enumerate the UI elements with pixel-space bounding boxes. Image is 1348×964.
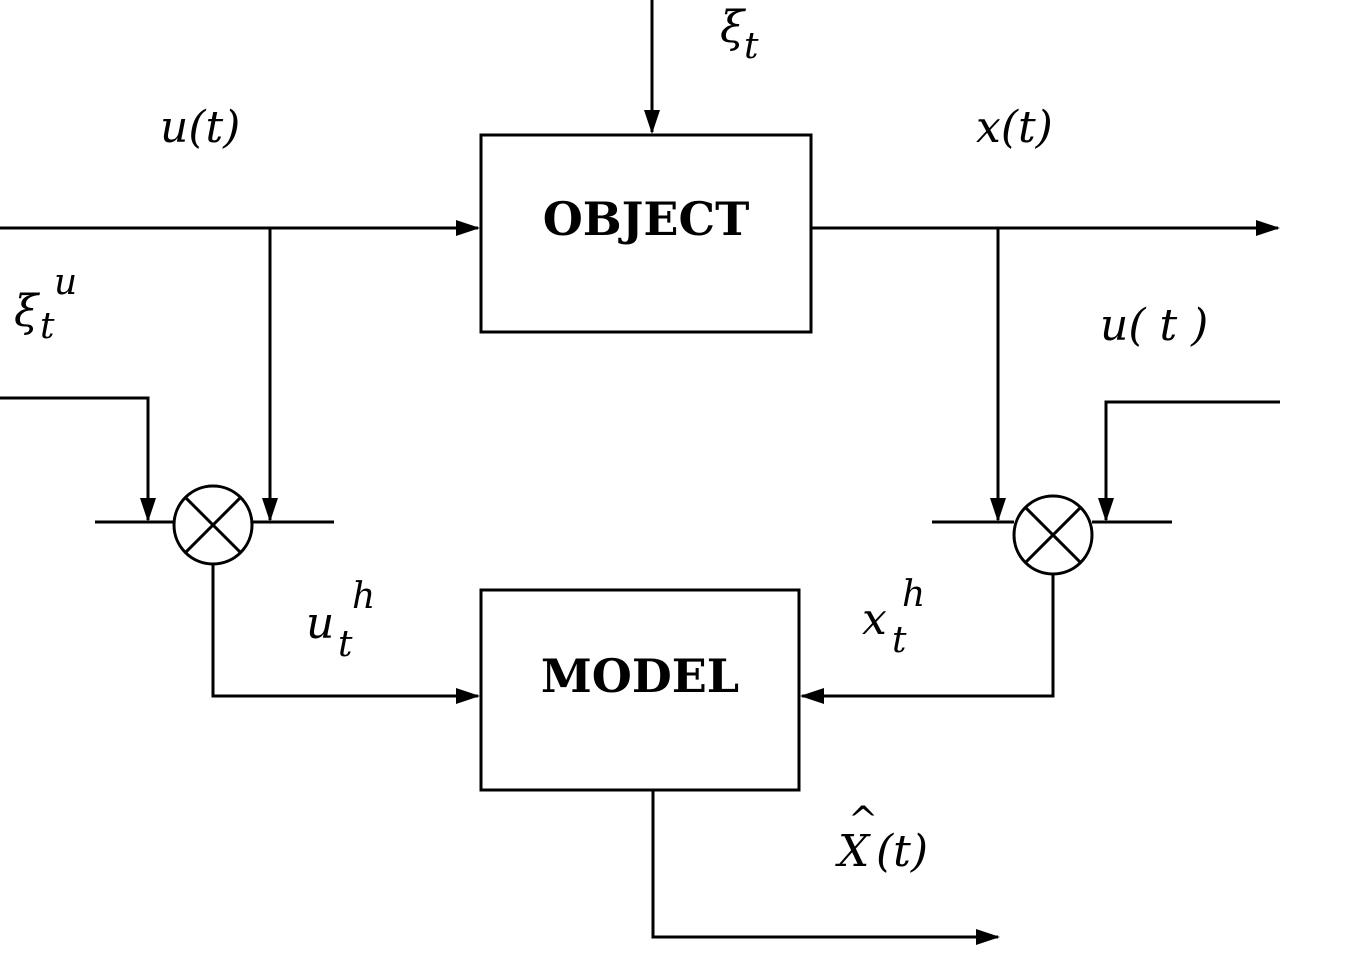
svg-text:^: ^ [848,800,878,841]
model-label: MODEL [541,649,739,703]
svg-text:x: x [862,594,887,645]
u-t-h-label: u t h [306,576,375,665]
svg-text:h: h [352,576,375,617]
svg-text:u: u [306,598,334,649]
svg-text:t: t [338,624,353,665]
x-t-h-label: x t h [862,574,925,661]
svg-text:(t): (t) [876,826,928,877]
u-t-right-label: u( t ) [1100,300,1208,351]
right-to-model-arrow [800,574,1055,704]
right-noise-arrow [1098,400,1280,522]
left-to-model-arrow [211,564,480,704]
x-t-output-label: x(t) [976,102,1053,153]
object-label: OBJECT [543,192,750,246]
u-t-input-label: u(t) [160,102,240,153]
left-noise-arrow [0,396,156,522]
left-summing-junction [95,484,334,566]
svg-text:t: t [744,26,759,67]
xi-t-u-label: ξ t u [14,262,77,347]
svg-text:ξ: ξ [720,2,747,53]
model-block: MODEL [479,588,801,792]
svg-text:u: u [54,262,77,303]
xi-t-label: ξ t [720,2,759,67]
svg-text:ξ: ξ [14,286,41,337]
svg-text:X: X [835,826,871,877]
x-hat-t-label: ^ X (t) [835,800,928,877]
svg-text:h: h [902,574,925,615]
right-summing-junction [932,494,1172,576]
svg-text:t: t [40,306,55,347]
model-output-arrow [651,790,1000,945]
svg-text:t: t [892,620,907,661]
object-block: OBJECT [479,133,813,334]
